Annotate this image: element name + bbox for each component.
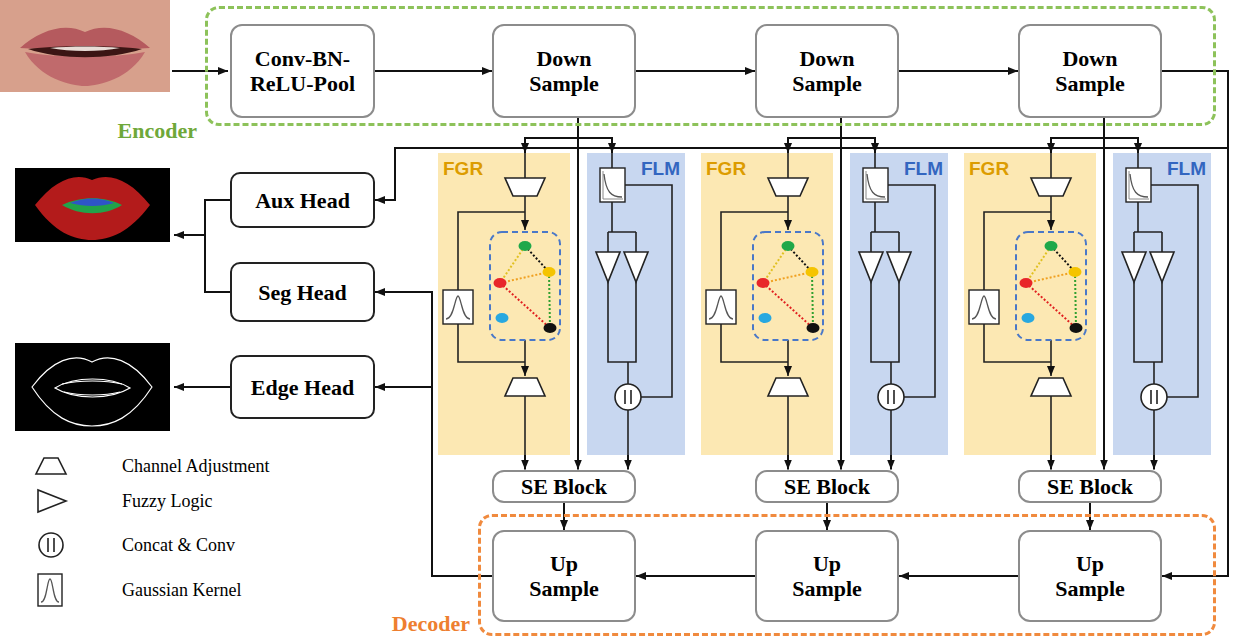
- decoder-region: DecoderUp SampleUp SampleUp Sample: [478, 514, 1216, 636]
- flm-panel: FLM: [587, 153, 685, 455]
- box-label: Up Sample: [782, 551, 872, 601]
- region-label: Decoder: [392, 611, 470, 636]
- legend-symbols: [36, 458, 66, 474]
- legend-symbols: [48, 538, 54, 552]
- arrow-connector: [375, 70, 492, 72]
- panel-label: FLM: [641, 156, 680, 181]
- box-label: Down Sample: [1045, 46, 1135, 96]
- process-box: Down Sample: [755, 24, 899, 118]
- input-arrow: [172, 70, 228, 72]
- input-lip-photo: [0, 0, 170, 92]
- edge-output: [15, 343, 170, 431]
- input-lip-photo: [20, 28, 150, 49]
- legend-label: Gaussian Kernel: [122, 578, 241, 602]
- module-internals: [438, 153, 685, 455]
- arrow-connector: [787, 455, 789, 470]
- process-box: Up Sample: [755, 530, 899, 622]
- box-label: Aux Head: [255, 188, 350, 213]
- panel-label: FLM: [1167, 156, 1206, 181]
- arrow-connector: [636, 70, 755, 72]
- output-wires: [174, 234, 205, 236]
- process-box: Up Sample: [1018, 530, 1162, 622]
- legend-symbols: [39, 533, 63, 557]
- box-label: Edge Head: [251, 375, 354, 400]
- legend-label: Channel Adjustment: [122, 454, 270, 478]
- segmentation-output: [35, 177, 150, 240]
- edge-output: [64, 392, 120, 395]
- box-label: SE Block: [521, 474, 607, 499]
- legend-item: Concat & Conv: [122, 533, 235, 557]
- panel-label: FGR: [706, 156, 746, 181]
- region-label: Encoder: [118, 118, 197, 143]
- edge-output: [32, 358, 152, 426]
- arrow-connector: [636, 575, 755, 577]
- arrow-connector: [1162, 71, 1228, 576]
- edge-output: [15, 343, 170, 431]
- arrow-connector: [840, 118, 842, 470]
- box-label: Down Sample: [519, 46, 609, 96]
- module-internals: [964, 153, 1211, 455]
- arrow-connector: [375, 387, 492, 576]
- edge-output: [32, 358, 152, 426]
- encoder-region: EncoderConv-BN- ReLU-PoolDown SampleDown…: [205, 6, 1216, 126]
- legend-label: Concat & Conv: [122, 533, 235, 557]
- arrow-connector: [1050, 455, 1052, 470]
- process-box: SE Block: [755, 470, 899, 503]
- input-lip-photo: [0, 0, 170, 92]
- legend-item: Fuzzy Logic: [122, 489, 212, 513]
- box-label: Up Sample: [519, 551, 609, 601]
- edge-output: [55, 379, 130, 397]
- legend-symbols: [38, 574, 62, 606]
- process-box: SE Block: [1018, 470, 1162, 503]
- panel-label: FLM: [904, 156, 943, 181]
- box-label: Up Sample: [1045, 551, 1135, 601]
- fgr-panel: FGR: [701, 153, 833, 455]
- panel-label: FGR: [443, 156, 483, 181]
- arrow-connector: [899, 575, 1018, 577]
- arrow-connector: [890, 455, 892, 470]
- process-box: Down Sample: [1018, 24, 1162, 118]
- module-internals: [701, 153, 948, 455]
- legend-symbols: [41, 579, 59, 602]
- segmentation-output: [15, 168, 170, 242]
- flm-panel: FLM: [1113, 153, 1211, 455]
- legend-item: Gaussian Kernel: [122, 578, 241, 602]
- head-box: Aux Head: [230, 172, 375, 228]
- arrow-connector: [627, 455, 629, 470]
- box-label: SE Block: [1047, 474, 1133, 499]
- legend-symbols: [36, 458, 66, 606]
- head-box: Edge Head: [230, 355, 375, 419]
- segmentation-output: [70, 199, 114, 207]
- output-wires: [205, 200, 230, 292]
- legend-item: Channel Adjustment: [122, 454, 270, 478]
- process-box: Up Sample: [492, 530, 636, 622]
- input-lip-photo: [28, 46, 142, 57]
- segmentation-output: [62, 198, 122, 213]
- arrow-connector: [524, 455, 526, 470]
- output-wires: [174, 200, 230, 387]
- fgr-panel: FGR: [964, 153, 1096, 455]
- output-wires: [174, 386, 230, 388]
- box-label: Seg Head: [258, 280, 347, 305]
- segmentation-output: [15, 168, 170, 242]
- process-box: SE Block: [492, 470, 636, 503]
- process-box: Down Sample: [492, 24, 636, 118]
- process-box: Conv-BN- ReLU-Pool: [230, 24, 375, 118]
- arrow-connector: [1153, 455, 1155, 470]
- box-label: SE Block: [784, 474, 870, 499]
- fgr-panel: FGR: [438, 153, 570, 455]
- flm-panel: FLM: [850, 153, 948, 455]
- edge-output: [62, 381, 122, 384]
- arrow-connector: [899, 70, 1018, 72]
- arrow-connector: [375, 292, 492, 576]
- panel-label: FGR: [969, 156, 1009, 181]
- arrow-connector: [577, 118, 579, 470]
- input-lip-photo: [50, 47, 120, 52]
- head-box: Seg Head: [230, 262, 375, 322]
- legend-label: Fuzzy Logic: [122, 489, 212, 513]
- box-label: Conv-BN- ReLU-Pool: [245, 46, 361, 96]
- legend-symbols: [38, 490, 66, 512]
- arrow-connector: [1103, 118, 1105, 470]
- box-label: Down Sample: [782, 46, 872, 96]
